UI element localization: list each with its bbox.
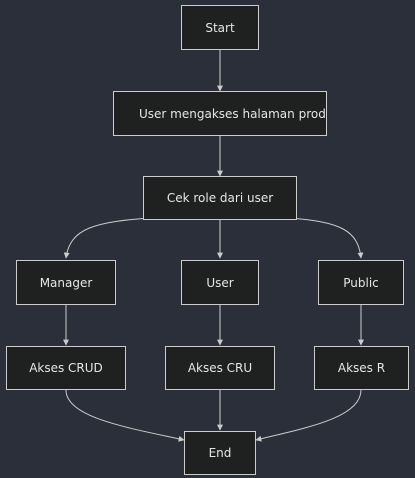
- edge-check-role-to-public: [289, 217, 364, 259]
- node-end: End: [184, 431, 256, 475]
- node-akses-crud: Akses CRUD: [6, 346, 126, 390]
- edge-r-to-end: [255, 389, 362, 442]
- node-user: User: [181, 260, 259, 305]
- node-akses-cru: Akses CRU: [165, 346, 275, 390]
- node-akses-r: Akses R: [314, 346, 409, 390]
- node-public: Public: [318, 260, 404, 305]
- node-start: Start: [181, 5, 259, 50]
- node-manager: Manager: [16, 260, 116, 305]
- edge-crud-to-end: [65, 389, 185, 442]
- node-user-access-page: User mengakses halaman produk: [113, 91, 327, 136]
- edge-check-role-to-manager: [63, 217, 151, 259]
- node-check-role: Cek role dari user: [143, 176, 297, 220]
